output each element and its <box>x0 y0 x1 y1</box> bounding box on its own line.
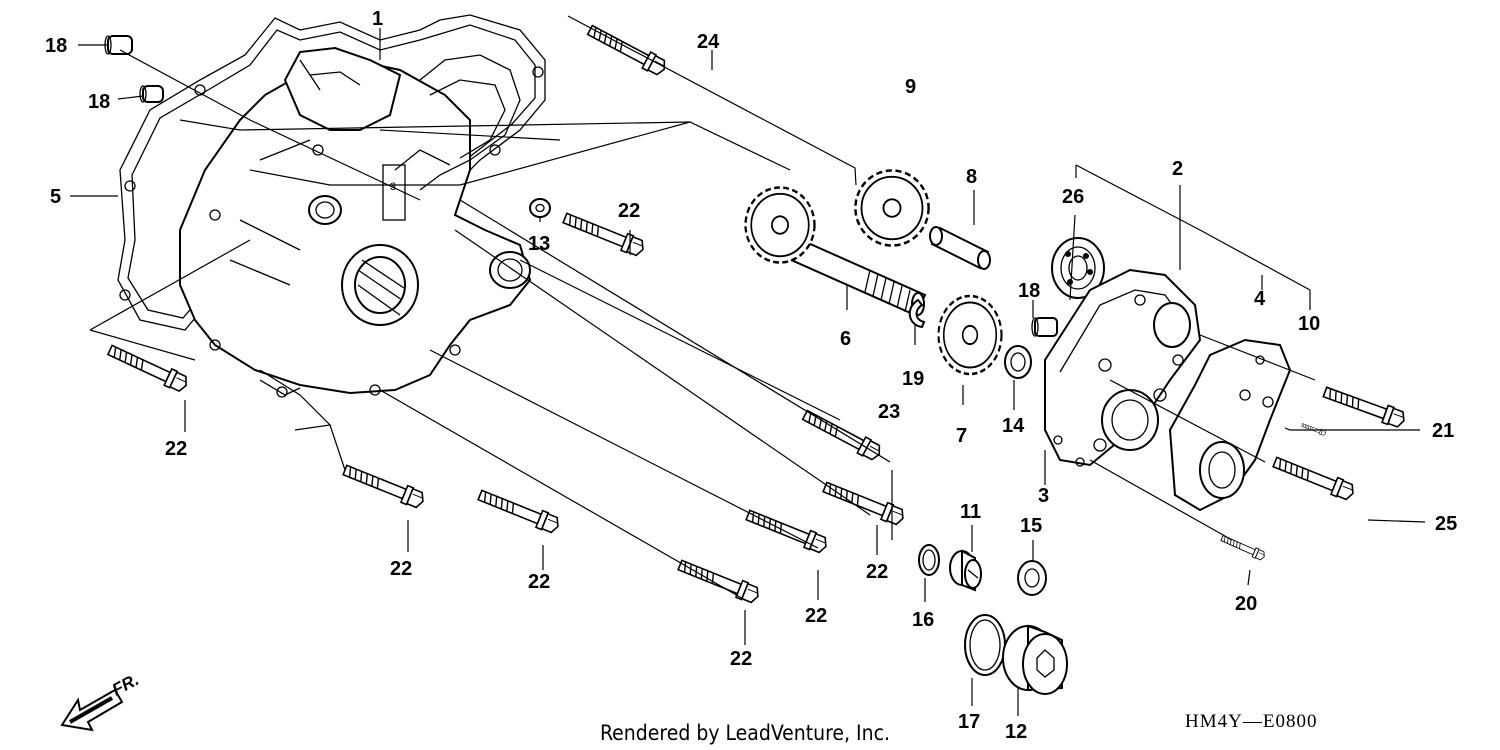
bolt-22 <box>820 477 908 528</box>
washer <box>529 198 551 218</box>
callout-18: 18 <box>88 91 110 113</box>
gear <box>854 169 930 247</box>
callout-19: 19 <box>902 368 924 390</box>
callout-26: 26 <box>1062 186 1084 208</box>
callout-labels: 1 2 3 4 5 6 7 8 9 10 11 12 13 14 15 16 1… <box>45 8 1457 743</box>
callout-22: 22 <box>165 438 187 460</box>
oil-seal <box>1017 560 1047 596</box>
shaft-pin <box>929 226 991 270</box>
bolt-21 <box>1321 382 1408 430</box>
callout-15: 15 <box>1020 515 1042 537</box>
diagram-code: HM4Y—E0800 <box>1185 711 1317 732</box>
screw <box>1300 422 1327 437</box>
callout-12: 12 <box>1005 721 1027 743</box>
callout-22: 22 <box>730 648 752 670</box>
callout-6: 6 <box>840 328 851 350</box>
callout-18: 18 <box>45 35 67 57</box>
callout-5: 5 <box>50 186 61 208</box>
callout-23: 23 <box>878 401 900 423</box>
callout-24: 24 <box>697 31 720 53</box>
front-direction-marker: FR. <box>60 670 142 732</box>
render-credit: Rendered by LeadVenture, Inc. <box>600 721 890 745</box>
callout-20: 20 <box>1235 593 1257 615</box>
callout-22: 22 <box>866 561 888 583</box>
bolt-24 <box>584 21 670 79</box>
callout-10: 10 <box>1298 313 1320 335</box>
pump-cover <box>1044 268 1202 467</box>
crankcase-cover: 3 <box>117 14 546 398</box>
callout-18: 18 <box>1018 280 1040 302</box>
callout-9: 9 <box>905 76 916 98</box>
callout-7: 7 <box>956 425 967 447</box>
callout-3: 3 <box>1038 485 1049 507</box>
cap-plug <box>1002 624 1068 695</box>
callout-13: 13 <box>528 233 550 255</box>
bolt-25 <box>1270 452 1358 503</box>
washer <box>1004 345 1032 379</box>
callout-2: 2 <box>1172 158 1183 180</box>
drain-plug <box>949 549 982 592</box>
gasket-inner <box>127 24 536 319</box>
callout-21: 21 <box>1432 420 1454 442</box>
o-ring <box>964 614 1006 676</box>
bolt-22 <box>675 555 763 606</box>
callout-25: 25 <box>1435 513 1457 535</box>
callout-1: 1 <box>372 8 383 30</box>
callout-4: 4 <box>1254 288 1266 310</box>
bolt-22 <box>340 460 428 511</box>
dowel-pin <box>104 35 133 55</box>
callout-22: 22 <box>390 558 412 580</box>
gasket-outline <box>117 14 546 331</box>
callout-17: 17 <box>958 711 980 733</box>
callout-11: 11 <box>960 501 981 523</box>
bolt-22 <box>475 485 563 536</box>
dowel-pin <box>139 85 164 103</box>
bolt-22 <box>105 341 191 395</box>
callout-16: 16 <box>912 609 934 631</box>
o-ring <box>918 544 940 576</box>
pump-plate <box>1168 338 1292 512</box>
callout-22: 22 <box>805 605 827 627</box>
collar <box>1031 317 1058 337</box>
callout-14: 14 <box>1002 415 1025 437</box>
callout-8: 8 <box>966 166 977 188</box>
leader-lines <box>70 15 1426 716</box>
callout-22: 22 <box>528 571 550 593</box>
circlip <box>908 298 926 329</box>
callout-22: 22 <box>618 200 640 222</box>
gear <box>937 294 1003 376</box>
